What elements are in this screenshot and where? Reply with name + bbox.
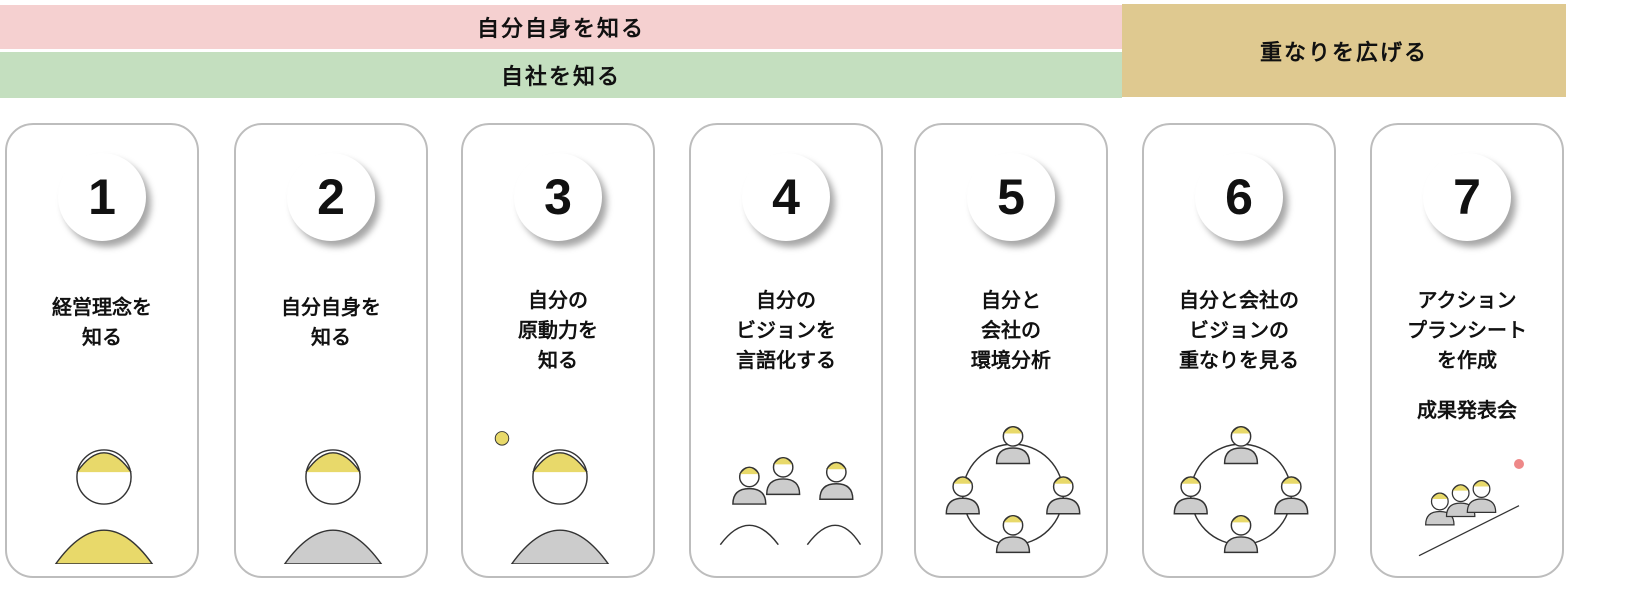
person-icon (1223, 426, 1259, 465)
step-title: 自分と会社の ビジョンの 重なりを見る (1179, 288, 1299, 372)
frustrated-man-icon (283, 449, 383, 564)
thinking-woman-icon (54, 449, 154, 564)
person-icon (766, 456, 801, 496)
band-label: 自社を知る (500, 65, 621, 90)
band-label: 自分自身を知る (476, 17, 645, 42)
step-card-2: 2 自分自身を 知る (234, 123, 428, 578)
step-title: 自分自身を 知る (281, 295, 381, 349)
band-label: 重なりを広げる (1259, 40, 1428, 66)
people-network-icon (1173, 426, 1309, 554)
step-card-6: 6 自分と会社の ビジョンの 重なりを見る (1142, 123, 1336, 578)
step-title: 経営理念を 知る (52, 295, 152, 349)
band-know-self: 自分自身を知る (0, 5, 1122, 49)
person-icon (1046, 476, 1081, 515)
step-number-badge: 6 (1195, 153, 1283, 241)
idea-woman-icon (494, 431, 610, 564)
step-title: 自分の 原動力を 知る (518, 288, 598, 372)
step-card-5: 5 自分と 会社の 環境分析 (914, 123, 1108, 578)
person-icon (945, 476, 980, 515)
step-number-badge: 7 (1423, 153, 1511, 241)
step-number-badge: 5 (967, 153, 1055, 241)
step-number-badge: 1 (58, 153, 146, 241)
person-icon (995, 426, 1031, 465)
people-network-icon (945, 426, 1081, 554)
step-title: アクション プランシート を作成 (1407, 288, 1527, 372)
step-number-badge: 3 (514, 153, 602, 241)
step-card-1: 1 経営理念を 知る (5, 123, 199, 578)
step-card-3: 3 自分の 原動力を 知る (461, 123, 655, 578)
person-icon (1173, 476, 1208, 515)
step-title: 自分の ビジョンを 言語化する (736, 288, 836, 372)
person-icon (1466, 480, 1497, 513)
person-icon (1425, 492, 1455, 526)
step-number-badge: 2 (287, 153, 375, 241)
band-know-company: 自社を知る (0, 52, 1122, 98)
discussion-group-icon (719, 456, 862, 546)
step-card-4: 4 自分の ビジョンを 言語化する (689, 123, 883, 578)
person-icon (819, 461, 854, 500)
step-subtitle: 成果発表会 (1417, 398, 1517, 422)
step-card-7: 7 アクション プランシート を作成成果発表会 (1370, 123, 1564, 578)
band-expand-overlap: 重なりを広げる (1122, 4, 1566, 97)
person-icon (995, 514, 1031, 554)
person-icon (1274, 476, 1309, 515)
person-icon (732, 466, 767, 505)
team-flight-icon (1418, 459, 1524, 557)
step-number-badge: 4 (742, 153, 830, 241)
step-title: 自分と 会社の 環境分析 (971, 288, 1051, 372)
person-icon (1223, 514, 1259, 554)
